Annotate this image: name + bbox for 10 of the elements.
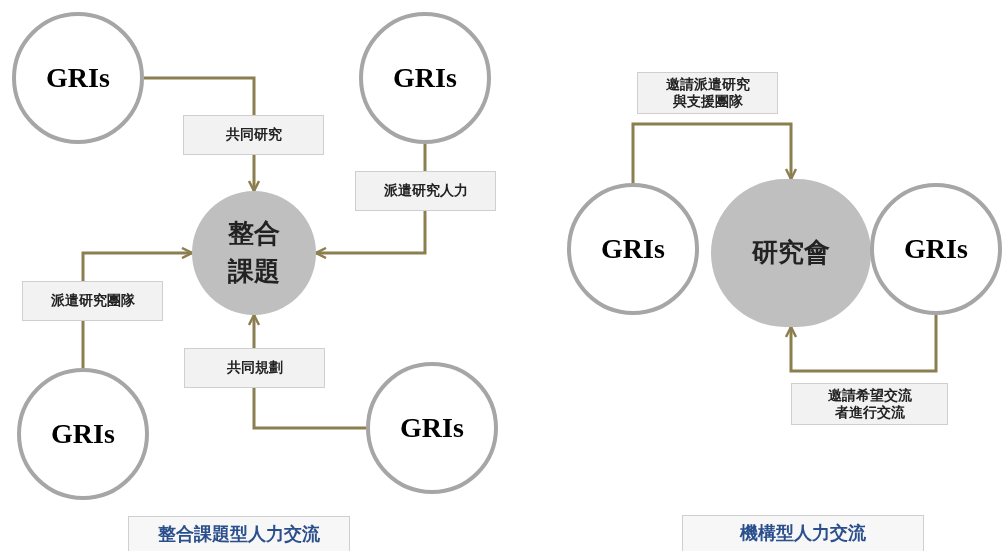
edge-label: 邀請派遣研究與支援團隊 — [637, 72, 778, 114]
edge-label: 派遣研究團隊 — [22, 281, 163, 321]
caption-box: 整合課題型人力交流 — [128, 516, 350, 551]
edge-label: 派遣研究人力 — [355, 171, 496, 211]
arrow — [784, 314, 938, 373]
edge-label: 共同研究 — [183, 115, 324, 155]
edge-label: 共同規劃 — [184, 348, 325, 388]
arrow — [631, 122, 798, 185]
caption-box: 機構型人力交流 — [682, 515, 924, 551]
edge-label: 邀請希望交流者進行交流 — [791, 383, 948, 425]
